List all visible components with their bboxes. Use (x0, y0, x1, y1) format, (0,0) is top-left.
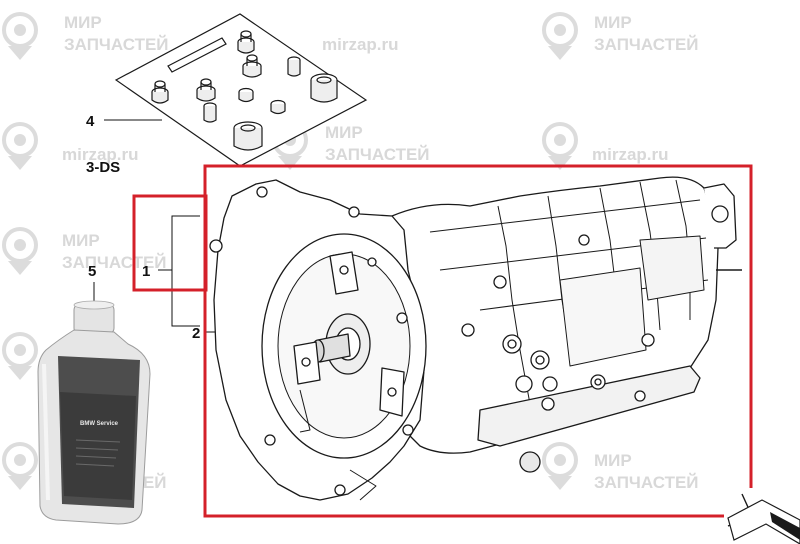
watermark-url: mirzap.ru (322, 35, 399, 54)
plug-bolt (238, 87, 254, 103)
plug-bolt (270, 99, 286, 115)
seal-cap (310, 73, 338, 103)
automatic-transmission (209, 176, 742, 501)
torque-converter (261, 233, 427, 459)
callout-4: 4 (86, 113, 95, 130)
plug-bolt (196, 78, 216, 102)
plug-bolt (237, 30, 255, 54)
watermark-logo (2, 12, 38, 60)
callout-2: 2 (192, 325, 200, 342)
pin-bolt (287, 56, 301, 77)
watermark-logo (2, 442, 38, 490)
watermark-logo (542, 12, 578, 60)
callout-bracket (158, 215, 200, 327)
case-ribs (429, 179, 709, 405)
callout-5: 5 (88, 263, 96, 280)
watermark-mir: МИР (594, 451, 632, 470)
highlight-frame-callout (132, 194, 208, 292)
bottle-label-lines (75, 439, 121, 467)
output-flange (703, 183, 742, 271)
watermark-mir: МИР (594, 13, 632, 32)
watermark-zapchastei: ЗАПЧАСТЕЙ (594, 473, 699, 492)
watermark-zapchastei: ЗАПЧАСТЕЙ (62, 253, 167, 272)
bottle-label-text: BMW Service (80, 421, 119, 427)
callout-1: 1 (142, 263, 150, 280)
seal-cap (233, 121, 263, 151)
plug-bolt (151, 80, 169, 104)
watermark-logo (542, 442, 578, 490)
watermark-zapchastei: ЗАПЧАСТЕЙ (325, 145, 430, 164)
kit-strip (167, 37, 227, 73)
watermark-url: mirzap.ru (592, 145, 669, 164)
bell-bolt-holes (209, 186, 414, 496)
watermark-zapchastei: ЗАПЧАСТЕЙ (64, 35, 169, 54)
oil-pan (477, 365, 701, 447)
watermark-logo (2, 227, 38, 275)
watermark-mir: МИР (325, 123, 363, 142)
watermark-zapchastei: ЗАПЧАСТЕЙ (594, 35, 699, 54)
callout-3-ds: 3-DS (86, 159, 120, 176)
watermark-mir: МИР (62, 231, 100, 250)
oil-bottle: BMW Service (37, 300, 151, 525)
corner-arrow-icon[interactable] (724, 488, 800, 544)
watermark-url: mirzap.ru (62, 145, 139, 164)
pin-bolt (203, 102, 217, 123)
hardware-kit-sheet (114, 13, 368, 167)
watermark-logo (2, 332, 38, 380)
watermark-mir: МИР (64, 13, 102, 32)
watermark-logo (542, 122, 578, 170)
watermark-logo (2, 122, 38, 170)
valve-fittings (461, 234, 655, 473)
plug-bolt (242, 54, 262, 78)
highlight-frame-transmission (203, 164, 753, 518)
